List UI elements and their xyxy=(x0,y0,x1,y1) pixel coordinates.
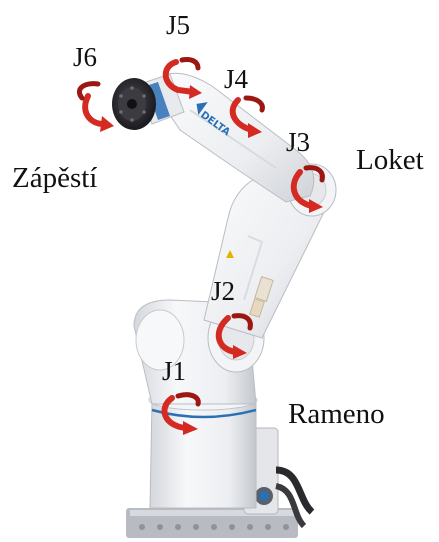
joint-label-j4: J4 xyxy=(224,66,248,93)
joint-label-j6: J6 xyxy=(73,44,97,71)
rotation-arrow-j6 xyxy=(79,84,114,132)
wrist-flange xyxy=(112,74,184,130)
joint-label-j3: J3 xyxy=(286,129,310,156)
joint-label-j5: J5 xyxy=(166,12,190,39)
region-label-elbow: Loket xyxy=(356,146,424,175)
joint-label-j2: J2 xyxy=(211,278,235,305)
region-label-wrist: Zápěstí xyxy=(12,164,97,193)
region-label-shoulder: Rameno xyxy=(288,400,385,429)
joint-label-j1: J1 xyxy=(162,358,186,385)
